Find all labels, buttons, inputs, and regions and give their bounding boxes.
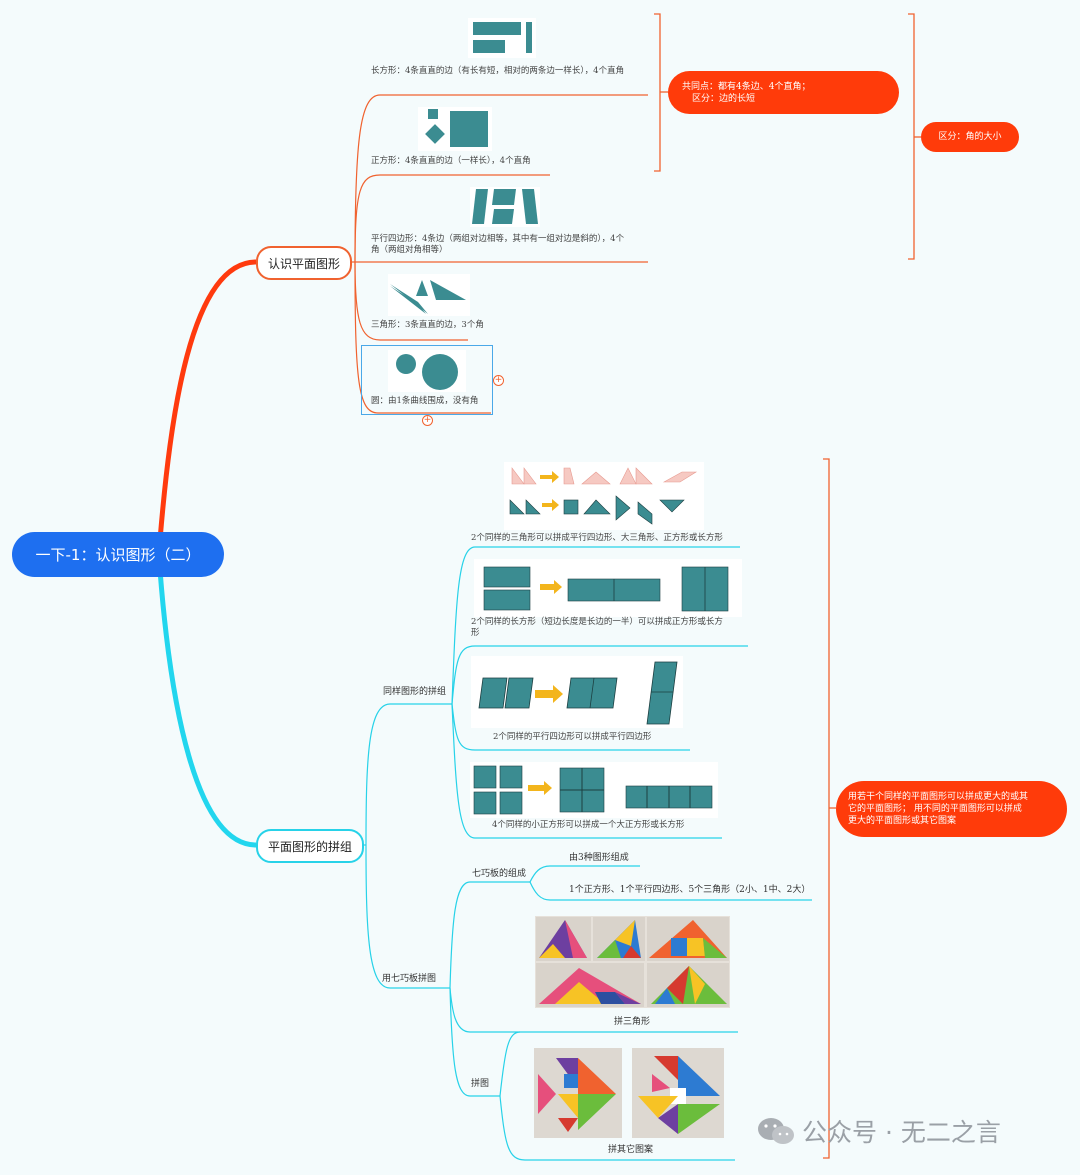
- rectangle-caption: 长方形：4条直直的边（有长有短，相对的两条边一样长），4个直角: [371, 66, 625, 76]
- triangle-figure: [388, 274, 470, 316]
- triangle-caption: 三角形：3条直直的边，3个角: [371, 320, 484, 330]
- tangram-composition-label[interactable]: 七巧板的组成: [472, 869, 527, 879]
- rectangles-combine-figure: [474, 559, 742, 617]
- root-topic[interactable]: 一下-1：认识图形（二）: [12, 532, 224, 577]
- angle-difference-note[interactable]: 区分：角的大小: [921, 122, 1019, 152]
- parallelogram-caption: 平行四边形：4条边（两组对边相等，其中有一组对边是斜的），4个 角（两组对角相等…: [371, 234, 625, 255]
- tangram-label[interactable]: 用七巧板拼图: [382, 974, 437, 984]
- branch-recognize-shapes[interactable]: 认识平面图形: [256, 246, 352, 280]
- branch-combine-shapes[interactable]: 平面图形的拼组: [256, 829, 364, 863]
- circle-node-selected[interactable]: [361, 345, 493, 415]
- combine-summary-note[interactable]: 用若干个同样的平面图形可以拼成更大的或其 它的平面图形； 用不同的平面图形可以拼…: [836, 781, 1067, 837]
- watermark-text: 公众号 · 无二之言: [802, 1118, 1001, 1147]
- tangram-pattern-caption: 拼其它图案: [608, 1145, 654, 1155]
- tangram-triangles-photo: [535, 916, 730, 1008]
- watermark: 公众号 · 无二之言: [756, 1113, 1001, 1149]
- parallelogram-figure: [470, 187, 540, 227]
- tangram-triangle-caption: 拼三角形: [614, 1017, 651, 1027]
- square-figure: [418, 107, 492, 151]
- squares-combine-figure: [470, 762, 718, 818]
- puzzle-label[interactable]: 拼图: [471, 1079, 490, 1089]
- tangram-three-shapes[interactable]: 由3种图形组成: [569, 853, 629, 863]
- common-point-note[interactable]: 共同点：都有4条边、4个直角；区分：边的长短: [668, 71, 899, 114]
- wechat-icon: [758, 1118, 794, 1144]
- expand-plus-icon[interactable]: +: [493, 375, 504, 386]
- squares-caption: 4个同样的小正方形可以拼成一个大正方形或长方形: [492, 820, 685, 830]
- rectangles-caption: 2个同样的长方形（短边长度是长边的一半）可以拼成正方形或长方 形: [471, 617, 723, 638]
- parallelograms-combine-figure: [471, 656, 683, 728]
- square-caption: 正方形：4条直直的边（一样长），4个直角: [371, 156, 531, 166]
- rectangle-figure: [468, 18, 536, 58]
- expand-plus-icon[interactable]: +: [422, 415, 433, 426]
- triangles-combine-figure: [504, 462, 704, 530]
- circle-figure: [388, 350, 466, 392]
- parallelograms-caption: 2个同样的平行四边形可以拼成平行四边形: [493, 732, 652, 742]
- tangram-pieces[interactable]: 1个正方形、1个平行四边形、5个三角形（2小、1中、2大）: [569, 885, 811, 895]
- circle-caption: 圆：由1条曲线围成，没有角: [371, 396, 479, 406]
- same-shapes-label[interactable]: 同样图形的拼组: [383, 687, 447, 697]
- tangram-patterns-photo: [534, 1048, 724, 1138]
- triangles-caption: 2个同样的三角形可以拼成平行四边形、大三角形、正方形或长方形: [471, 533, 723, 543]
